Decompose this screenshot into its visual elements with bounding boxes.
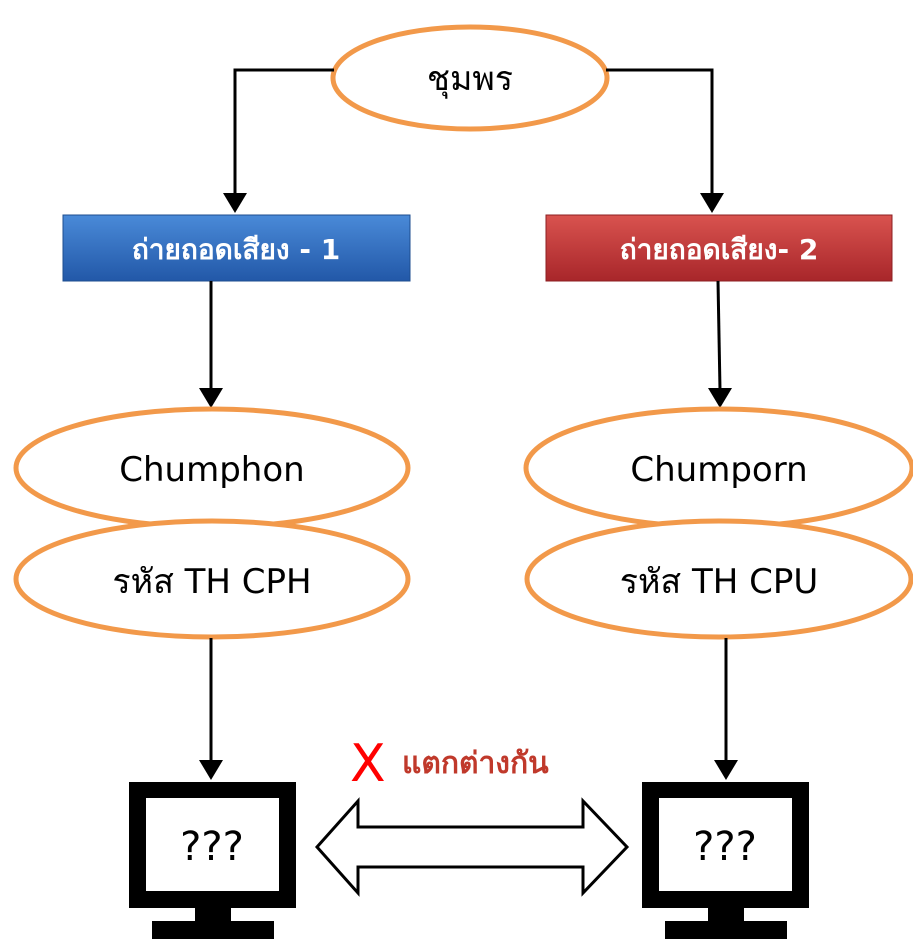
arrow-head-icon xyxy=(199,760,223,780)
double-arrow-icon xyxy=(314,797,630,897)
root-node: ชุมพร xyxy=(330,24,610,132)
right-name-node: Chumporn xyxy=(523,406,913,530)
left-monitor-text: ??? xyxy=(180,824,244,870)
difference-label: X แตกต่างกัน xyxy=(350,734,549,794)
left-code-ellipse xyxy=(13,518,411,640)
box-1-rect xyxy=(62,214,411,282)
right-code-ellipse xyxy=(524,518,913,640)
arrow-head-icon xyxy=(700,193,724,213)
left-name-label: Chumphon xyxy=(119,450,304,490)
left-monitor-screen xyxy=(146,798,279,891)
box-1-label: ถ่ายถอดเสียง - 1 xyxy=(132,233,340,266)
right-monitor-screen xyxy=(659,798,792,891)
left-code-label: รหัส TH CPH xyxy=(112,562,311,602)
left-monitor-neck xyxy=(195,907,231,922)
arrow-head-icon xyxy=(199,388,223,408)
transcription-box-2: ถ่ายถอดเสียง- 2 xyxy=(545,214,893,282)
transcription-box-1: ถ่ายถอดเสียง - 1 xyxy=(62,214,411,282)
right-monitor-icon: ??? xyxy=(642,782,809,939)
arrow-head-icon xyxy=(223,193,247,213)
x-mark-icon: X xyxy=(350,734,386,794)
left-code-node: รหัส TH CPH xyxy=(13,518,411,640)
left-name-node: Chumphon xyxy=(13,406,411,530)
root-right-connector xyxy=(606,68,714,195)
box-2-connector xyxy=(716,280,722,391)
right-code-label: รหัส TH CPU xyxy=(620,562,819,602)
left-monitor-icon: ??? xyxy=(129,782,296,939)
box-2-label: ถ่ายถอดเสียง- 2 xyxy=(620,233,819,266)
left-monitor-base xyxy=(152,921,274,939)
right-code-node: รหัส TH CPU xyxy=(524,518,913,640)
right-monitor-text: ??? xyxy=(693,824,757,870)
root-left-connector xyxy=(233,68,334,195)
right-monitor-neck xyxy=(708,907,744,922)
root-ellipse xyxy=(330,24,610,132)
right-name-label: Chumporn xyxy=(630,450,807,490)
arrow-head-icon xyxy=(714,760,738,780)
box-2-rect xyxy=(545,214,893,282)
root-label: ชุมพร xyxy=(427,59,513,99)
arrow-head-icon xyxy=(708,388,732,408)
right-monitor-base xyxy=(665,921,787,939)
difference-text: แตกต่างกัน xyxy=(402,746,549,781)
